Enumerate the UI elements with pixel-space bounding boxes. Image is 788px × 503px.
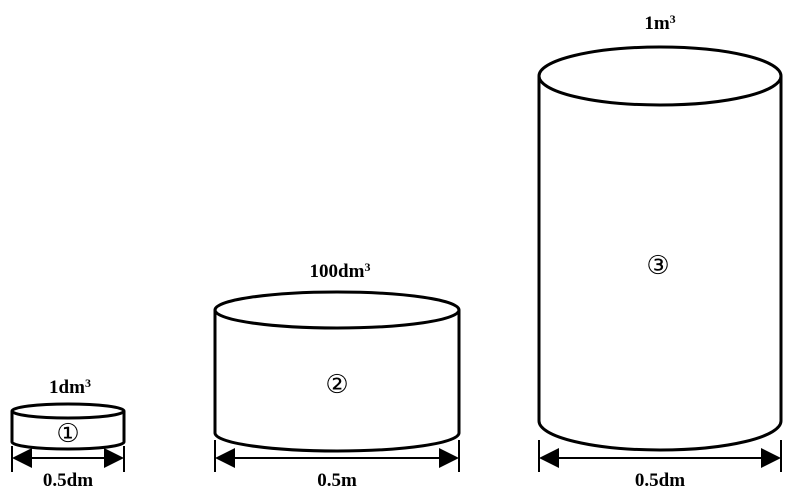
cylinder-3-number: ③: [646, 251, 669, 281]
cylinder-2-top: [213, 290, 461, 330]
cylinder-2-number: ②: [325, 370, 348, 400]
cylinder-2-volume: 100dm3: [310, 260, 371, 282]
cylinder-1-top: [10, 402, 126, 420]
cylinder-2: ② 100dm3 0.5m: [213, 260, 461, 491]
cylinder-1-volume: 1dm3: [49, 376, 91, 398]
cylinder-3-bottom: [537, 420, 783, 452]
cylinder-1-diameter-label: 0.5dm: [43, 470, 93, 491]
cylinder-2-bottom: [213, 432, 461, 453]
cylinder-3: ③ 1m3 0.5dm: [537, 12, 783, 491]
cylinder-3-volume: 1m3: [644, 12, 675, 34]
cylinder-3-diameter-label: 0.5dm: [635, 470, 685, 491]
cylinder-1: ① 1dm3 0.5dm: [10, 376, 126, 491]
cylinder-1-number: ①: [56, 419, 79, 449]
cylinder-2-diameter-label: 0.5m: [317, 470, 357, 491]
cylinder-3-top: [537, 45, 783, 107]
